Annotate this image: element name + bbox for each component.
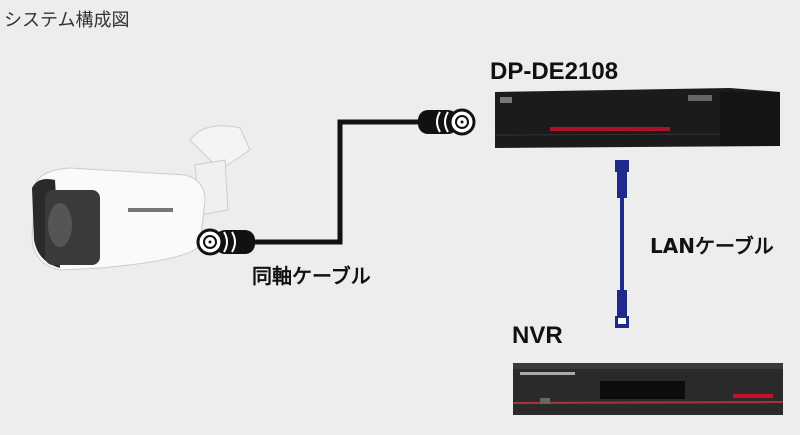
lan-cable	[615, 160, 629, 328]
lan-cable-label: LANケーブル	[650, 234, 774, 258]
coax-cable-label: 同軸ケーブル	[252, 264, 371, 288]
nvr-device	[512, 363, 784, 415]
bullet-camera	[31, 125, 251, 271]
nvr-label: NVR	[512, 322, 563, 349]
coax-connector-right	[418, 108, 476, 136]
recorder-label: DP-DE2108	[490, 58, 619, 85]
dp-de2108-recorder	[494, 88, 780, 148]
coax-connector-left	[196, 228, 255, 256]
diagram-title: システム構成図	[4, 10, 130, 31]
coax-cable	[250, 119, 425, 245]
